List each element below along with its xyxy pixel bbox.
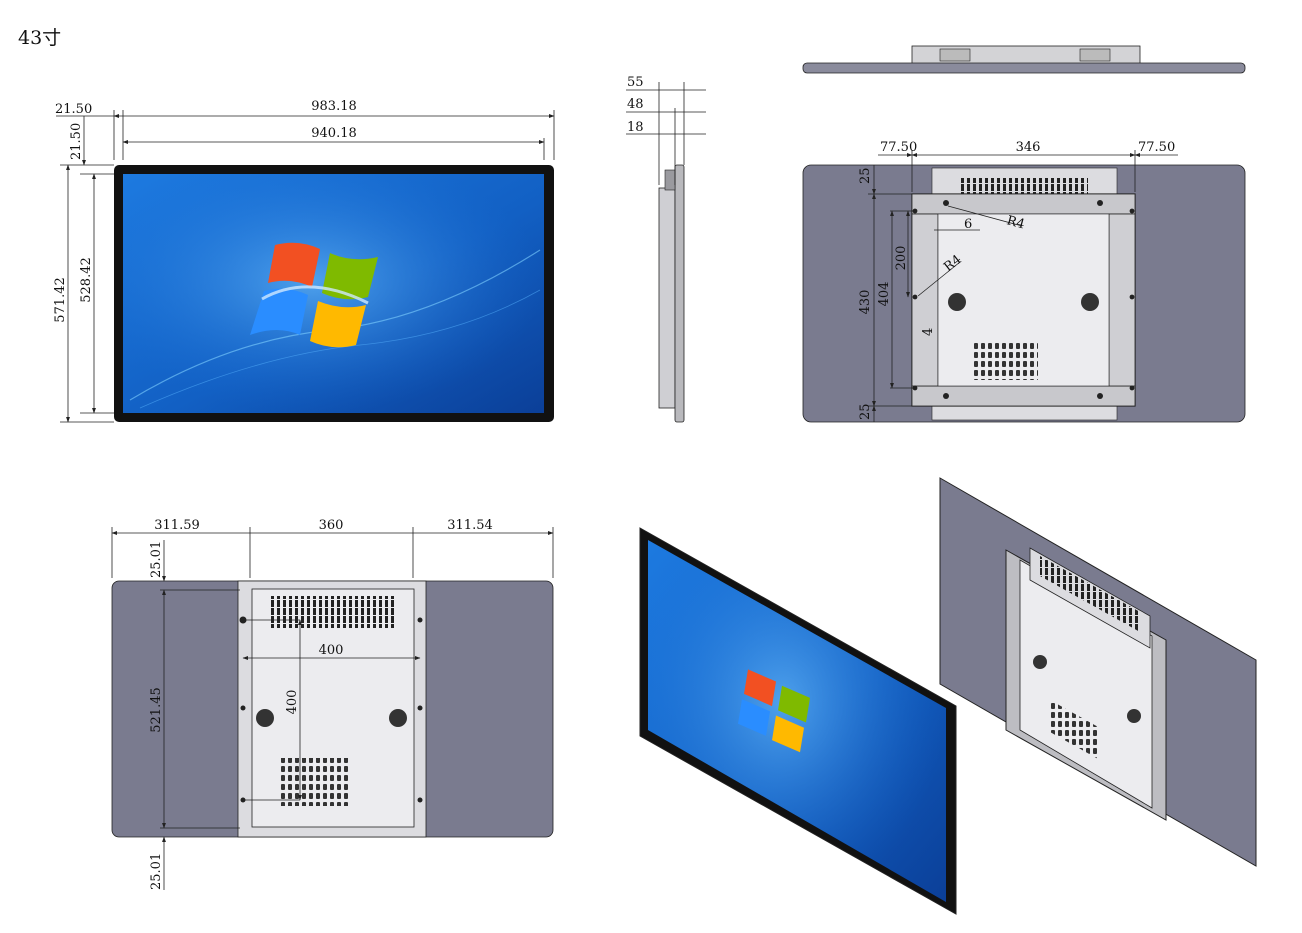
rear-left-panel-label: 311.59 bbox=[154, 518, 200, 533]
bracket-radius-a-label: R4 bbox=[1005, 213, 1026, 232]
rear-panel-height-label: 521.45 bbox=[149, 687, 164, 733]
rear-right-panel-label: 311.54 bbox=[447, 518, 493, 533]
top-panel-edge bbox=[802, 62, 1246, 74]
front-bezel-left-label: 21.50 bbox=[55, 102, 92, 117]
isometric-rear-view bbox=[939, 477, 1257, 867]
side-bezel bbox=[674, 164, 685, 423]
bracket-top-margin-label: 25 bbox=[858, 167, 873, 184]
bracket-right-offset-label: 77.50 bbox=[1138, 140, 1175, 155]
front-bezel-top-label: 21.50 bbox=[69, 123, 84, 160]
bracket-slot-depth-label: 4 bbox=[921, 328, 936, 336]
windows-logo-icon bbox=[250, 242, 378, 348]
side-view: 55 48 18 bbox=[626, 75, 706, 423]
front-screen-height-label: 528.42 bbox=[79, 257, 94, 303]
page-title: 43寸 bbox=[18, 27, 61, 49]
side-depth-total-label: 55 bbox=[627, 75, 644, 90]
isometric-front-view bbox=[639, 527, 957, 915]
bracket-slot-width-label: 6 bbox=[964, 217, 972, 232]
bracket-left-offset-label: 77.50 bbox=[880, 140, 917, 155]
front-overall-height-label: 571.42 bbox=[53, 277, 68, 323]
iso-windows-logo-icon bbox=[738, 669, 810, 753]
bracket-height-label: 430 bbox=[858, 290, 873, 315]
bracket-vesa-pitch-label: 404 bbox=[877, 282, 892, 307]
rear-bottom-margin-label: 25.01 bbox=[149, 853, 164, 890]
top-view bbox=[802, 45, 1246, 74]
bracket-bottom-margin-label: 25 bbox=[858, 403, 873, 420]
side-body bbox=[658, 187, 676, 409]
rear-vesa-vertical-label: 400 bbox=[285, 690, 300, 715]
rear-view: 311.59 360 311.54 400 400 25.01 521.45 2… bbox=[111, 518, 554, 890]
front-screen-width-label: 940.18 bbox=[311, 126, 357, 141]
rear-vesa-horizontal-label: 400 bbox=[319, 643, 344, 658]
side-depth-bezel-label: 18 bbox=[627, 120, 644, 135]
bracket-upper-pitch-label: 200 bbox=[894, 246, 909, 271]
front-overall-width-label: 983.18 bbox=[311, 99, 357, 114]
side-depth-body-label: 48 bbox=[627, 97, 644, 112]
bracket-width-label: 346 bbox=[1016, 140, 1041, 155]
bracket-view: 77.50 346 77.50 25 430 404 200 4 25 R4 R… bbox=[802, 140, 1246, 423]
rear-top-margin-label: 25.01 bbox=[149, 541, 164, 578]
front-view: 983.18 940.18 21.50 21.50 571.42 528.42 bbox=[53, 99, 555, 423]
rear-center-panel-label: 360 bbox=[319, 518, 344, 533]
